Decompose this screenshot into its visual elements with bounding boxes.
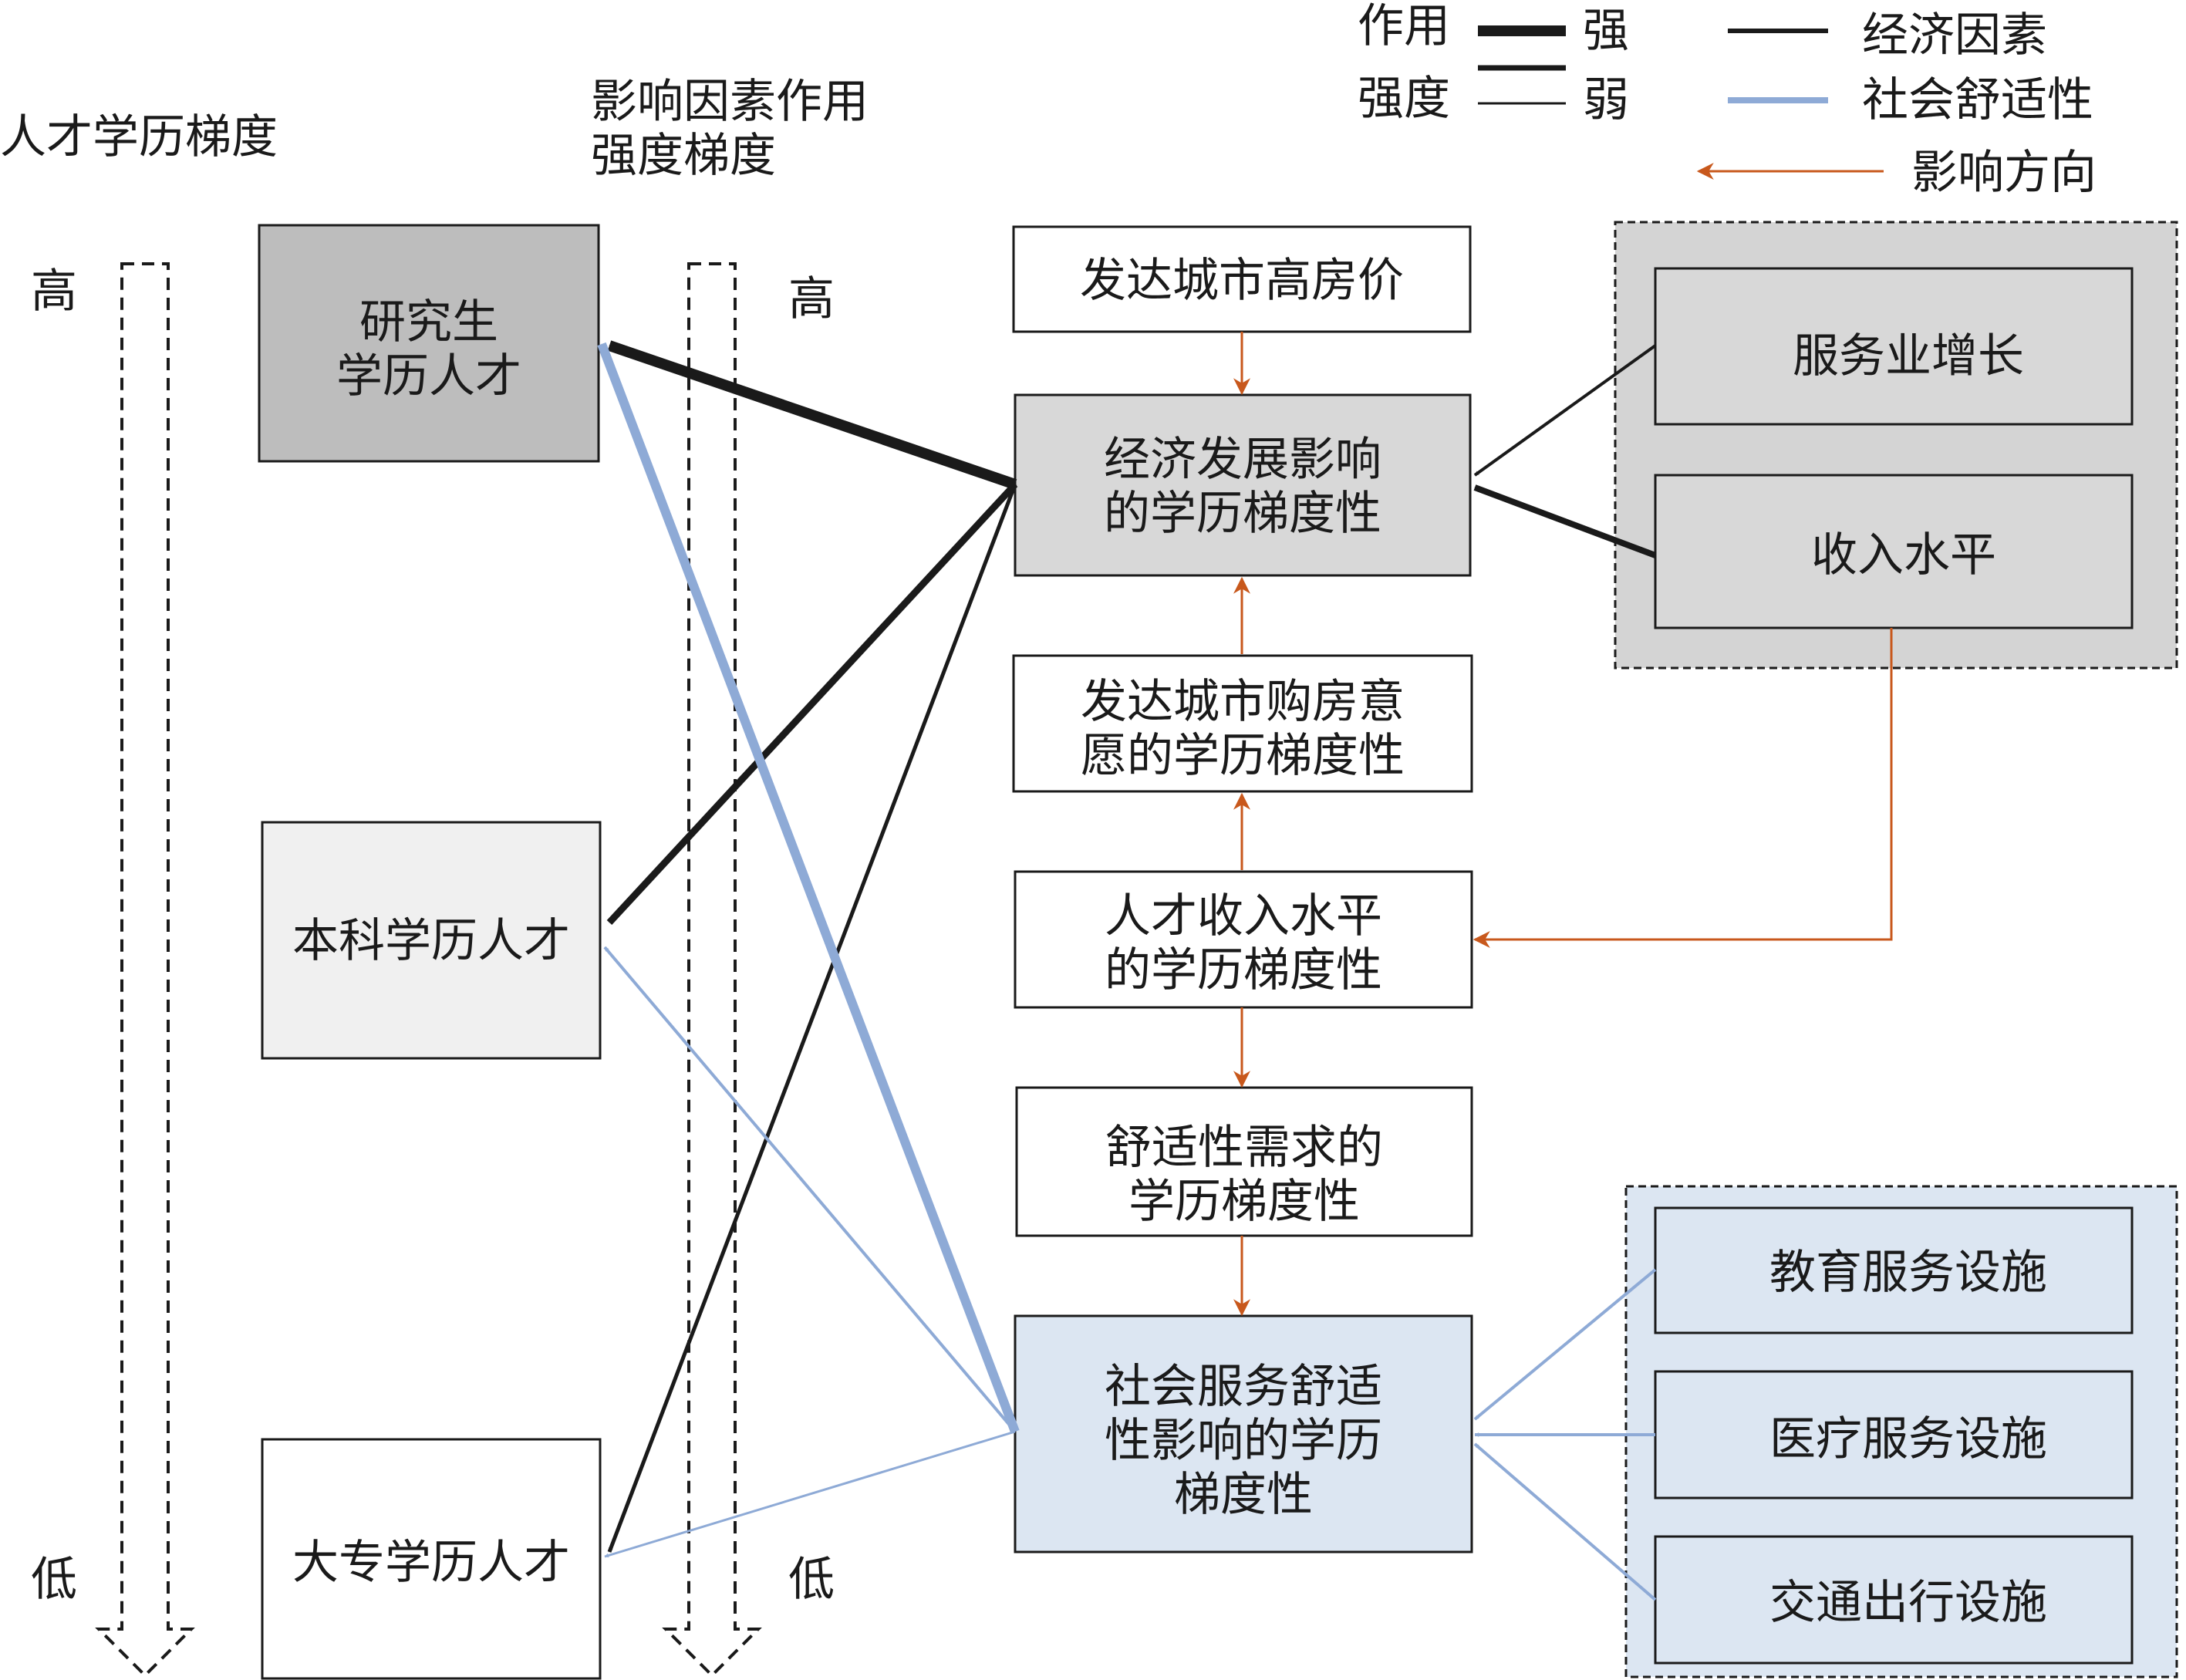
arrow-incomelevel-to-income [1473,628,1893,948]
arrow-incomelevel-to-econ [1473,484,1657,558]
mid-axis-title-line1: 影响因素作用 [591,75,869,129]
social-arrows [597,342,1657,1601]
box-education-label: 教育服务设施 [1769,1246,2047,1300]
box-social-comfort: 社会服务舒适 性影响的学历 梯度性 [1014,1314,1473,1553]
box-comfort-demand-line2: 学历梯度性 [1128,1175,1360,1229]
arrow-social-to-graduate [597,342,1020,1434]
legend-social-label: 社会舒适性 [1862,73,2093,127]
arrow-econ-to-college [607,484,1017,1553]
legend-direction-label: 影响方向 [1911,146,2097,200]
box-graduate: 研究生 学历人才 [258,224,600,463]
arrow-service-to-econ [1473,344,1657,477]
economic-arrows [606,340,1657,1553]
box-buy-willingness-line1: 发达城市购房意 [1081,675,1405,729]
mid-gradient-arrow [662,262,762,1678]
box-social-comfort-line2: 性影响的学历 [1105,1414,1382,1468]
box-medical-label: 医疗服务设施 [1769,1412,2047,1466]
econ-factor-group: 服务业增长 收入水平 [1614,221,2178,670]
arrow-econ-to-graduate [607,340,1017,490]
box-econ-gradient-line2: 的学历梯度性 [1104,487,1381,541]
arrow-social-to-college [604,1430,1016,1558]
left-gradient-arrow [95,262,195,1678]
box-buy-willingness: 发达城市购房意 愿的学历梯度性 [1012,654,1473,793]
left-axis-title: 人才学历梯度 [0,110,278,164]
box-bachelor-label: 本科学历人才 [292,914,570,968]
box-income-gradient: 人才收入水平 的学历梯度性 [1014,870,1473,1009]
box-income-gradient-line1: 人才收入水平 [1105,889,1382,943]
mid-axis-low-label: 低 [788,1553,835,1607]
box-service-growth-label: 服务业增长 [1793,329,2024,383]
legend-economic-label: 经济因素 [1862,8,2047,62]
arrow-econ-to-bachelor [606,481,1018,926]
box-college-label: 大专学历人才 [292,1536,570,1590]
mid-axis-title-line2: 强度梯度 [591,129,776,183]
box-college: 大专学历人才 [261,1438,602,1680]
box-income-level-label: 收入水平 [1811,528,1996,582]
legend-weak-label: 弱 [1583,73,1629,127]
box-buy-willingness-line2: 愿的学历梯度性 [1081,729,1405,783]
box-house-price: 发达城市高房价 [1012,225,1472,333]
box-econ-gradient: 经济发展影响 的学历梯度性 [1014,393,1472,577]
box-transport-label: 交通出行设施 [1769,1576,2047,1630]
box-house-price-label: 发达城市高房价 [1080,254,1404,308]
arrow-transport-to-social [1473,1442,1657,1601]
box-income-gradient-line2: 的学历梯度性 [1105,943,1382,997]
direction-arrows [1233,332,1893,1317]
legend-strong-label: 强 [1583,4,1629,58]
box-comfort-demand: 舒适性需求的 学历梯度性 [1015,1086,1473,1237]
box-graduate-line1: 研究生 [359,295,498,349]
box-social-comfort-line1: 社会服务舒适 [1105,1360,1382,1414]
mid-axis-high-label: 高 [788,272,835,326]
box-bachelor: 本科学历人才 [261,821,602,1060]
legend: 作用 强度 强 弱 经济因素 社会舒适性 影响方向 [1358,0,2097,200]
arrow-social-to-bachelor [603,946,1017,1433]
left-axis-low-label: 低 [31,1553,77,1607]
social-factor-group: 教育服务设施 医疗服务设施 交通出行设施 [1624,1185,2178,1678]
legend-strength-line1: 作用 [1358,0,1450,53]
box-comfort-demand-line1: 舒适性需求的 [1105,1121,1383,1175]
left-axis-high-label: 高 [31,265,77,319]
legend-strength-line2: 强度 [1358,72,1450,126]
box-econ-gradient-line1: 经济发展影响 [1104,433,1381,487]
arrow-education-to-social [1473,1268,1657,1421]
box-graduate-line2: 学历人才 [336,349,521,403]
box-social-comfort-line3: 梯度性 [1174,1468,1313,1522]
